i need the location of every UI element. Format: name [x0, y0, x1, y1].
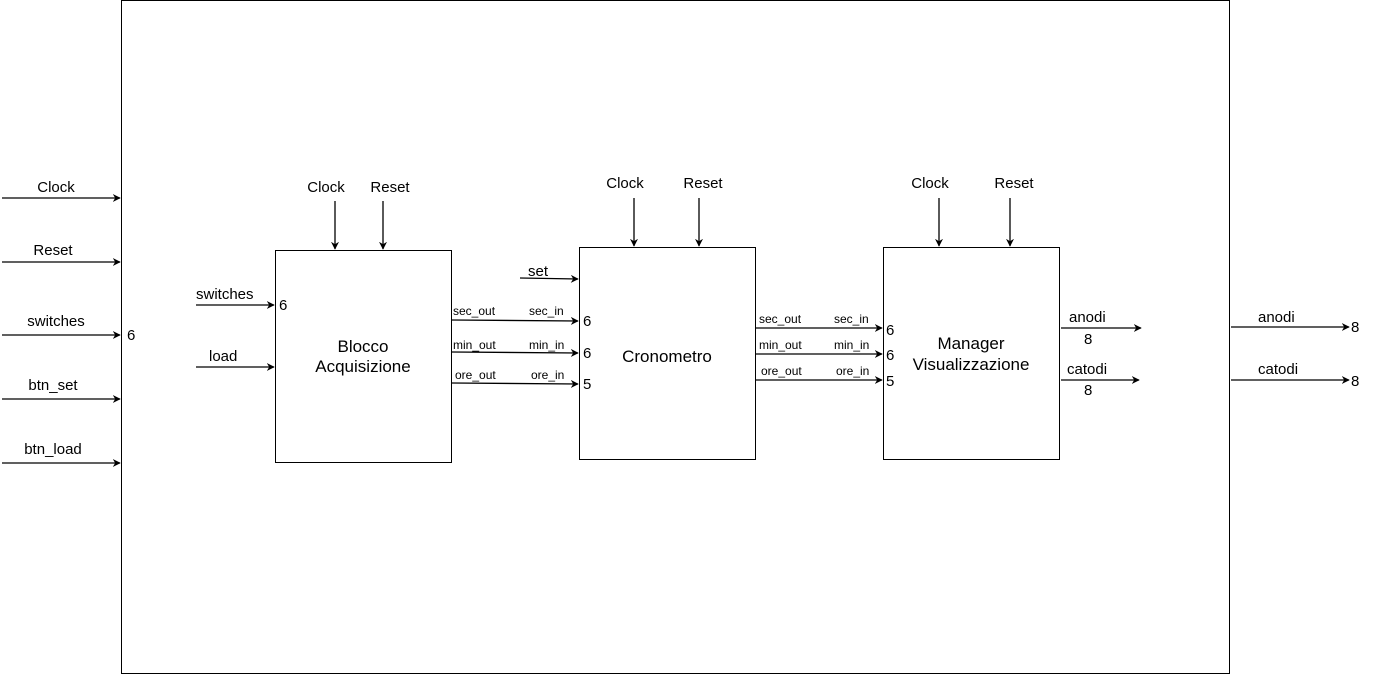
- block-acquisizione-box: [275, 250, 452, 463]
- block-acquisizione: Blocco Acquisizione Clock Reset switches…: [196, 179, 496, 463]
- output-label: min_out: [453, 338, 496, 352]
- external-input-label: Reset: [33, 242, 73, 259]
- wire-ore: [451, 379, 579, 388]
- external-input-label: switches: [27, 313, 85, 330]
- bus-width-label: 6: [583, 345, 591, 362]
- external-output-label: catodi: [1258, 361, 1298, 378]
- external-input-btn-load: btn_load: [2, 441, 121, 467]
- external-input-label: btn_set: [28, 377, 78, 394]
- block-title: Cronometro: [622, 347, 712, 366]
- external-input-clock: Clock: [2, 179, 121, 202]
- output-label: sec_out: [453, 304, 496, 318]
- external-output-anodi: anodi 8: [1231, 309, 1359, 336]
- reset-label: Reset: [683, 175, 723, 192]
- bus-width-label: 8: [1351, 319, 1359, 336]
- input-label: switches: [196, 286, 254, 303]
- bus-width-label: 6: [583, 313, 591, 330]
- block-title: Visualizzazione: [913, 355, 1030, 374]
- input-label: sec_in: [834, 312, 869, 326]
- external-input-btn-set: btn_set: [2, 377, 121, 403]
- input-label: ore_in: [531, 368, 564, 382]
- input-label: min_in: [834, 338, 869, 352]
- bus-width-label: 8: [1084, 331, 1092, 348]
- output-label: sec_out: [759, 312, 802, 326]
- block-cronometro-box: [579, 247, 756, 460]
- external-input-switches: switches 6: [2, 313, 135, 344]
- block-cronometro: Cronometro Clock Reset set sec_in 6 min_…: [519, 175, 802, 460]
- block-manager-visualizzazione: Manager Visualizzazione Clock Reset sec_…: [834, 175, 1142, 460]
- input-label: ore_in: [836, 364, 869, 378]
- output-label: anodi: [1069, 309, 1106, 326]
- block-title: Acquisizione: [315, 357, 410, 376]
- block-manager-box: [883, 247, 1060, 460]
- block-title: Manager: [937, 334, 1004, 353]
- external-input-label: Clock: [37, 179, 75, 196]
- input-label: min_in: [529, 338, 564, 352]
- wire-min: [451, 348, 579, 357]
- clock-label: Clock: [606, 175, 644, 192]
- output-label: catodi: [1067, 361, 1107, 378]
- external-output-catodi: catodi 8: [1231, 361, 1359, 390]
- reset-label: Reset: [370, 179, 410, 196]
- output-label: min_out: [759, 338, 802, 352]
- input-label: sec_in: [529, 304, 564, 318]
- bus-width-label: 5: [886, 373, 894, 390]
- external-input-reset: Reset: [2, 242, 121, 266]
- clock-label: Clock: [307, 179, 345, 196]
- external-output-label: anodi: [1258, 309, 1295, 326]
- bus-width-label: 8: [1084, 382, 1092, 399]
- bus-width-label: 5: [583, 376, 591, 393]
- input-label: set: [528, 263, 549, 280]
- output-label: ore_out: [455, 368, 496, 382]
- external-input-label: btn_load: [24, 441, 82, 458]
- reset-label: Reset: [994, 175, 1034, 192]
- bus-width-label: 8: [1351, 373, 1359, 390]
- bus-width-label: 6: [886, 322, 894, 339]
- bus-width-label: 6: [127, 327, 135, 344]
- clock-label: Clock: [911, 175, 949, 192]
- block-title: Blocco: [337, 337, 388, 356]
- output-label: ore_out: [761, 364, 802, 378]
- wire-sec: [451, 316, 579, 325]
- bus-width-label: 6: [886, 347, 894, 364]
- input-label: load: [209, 348, 237, 365]
- bus-width-label: 6: [279, 297, 287, 314]
